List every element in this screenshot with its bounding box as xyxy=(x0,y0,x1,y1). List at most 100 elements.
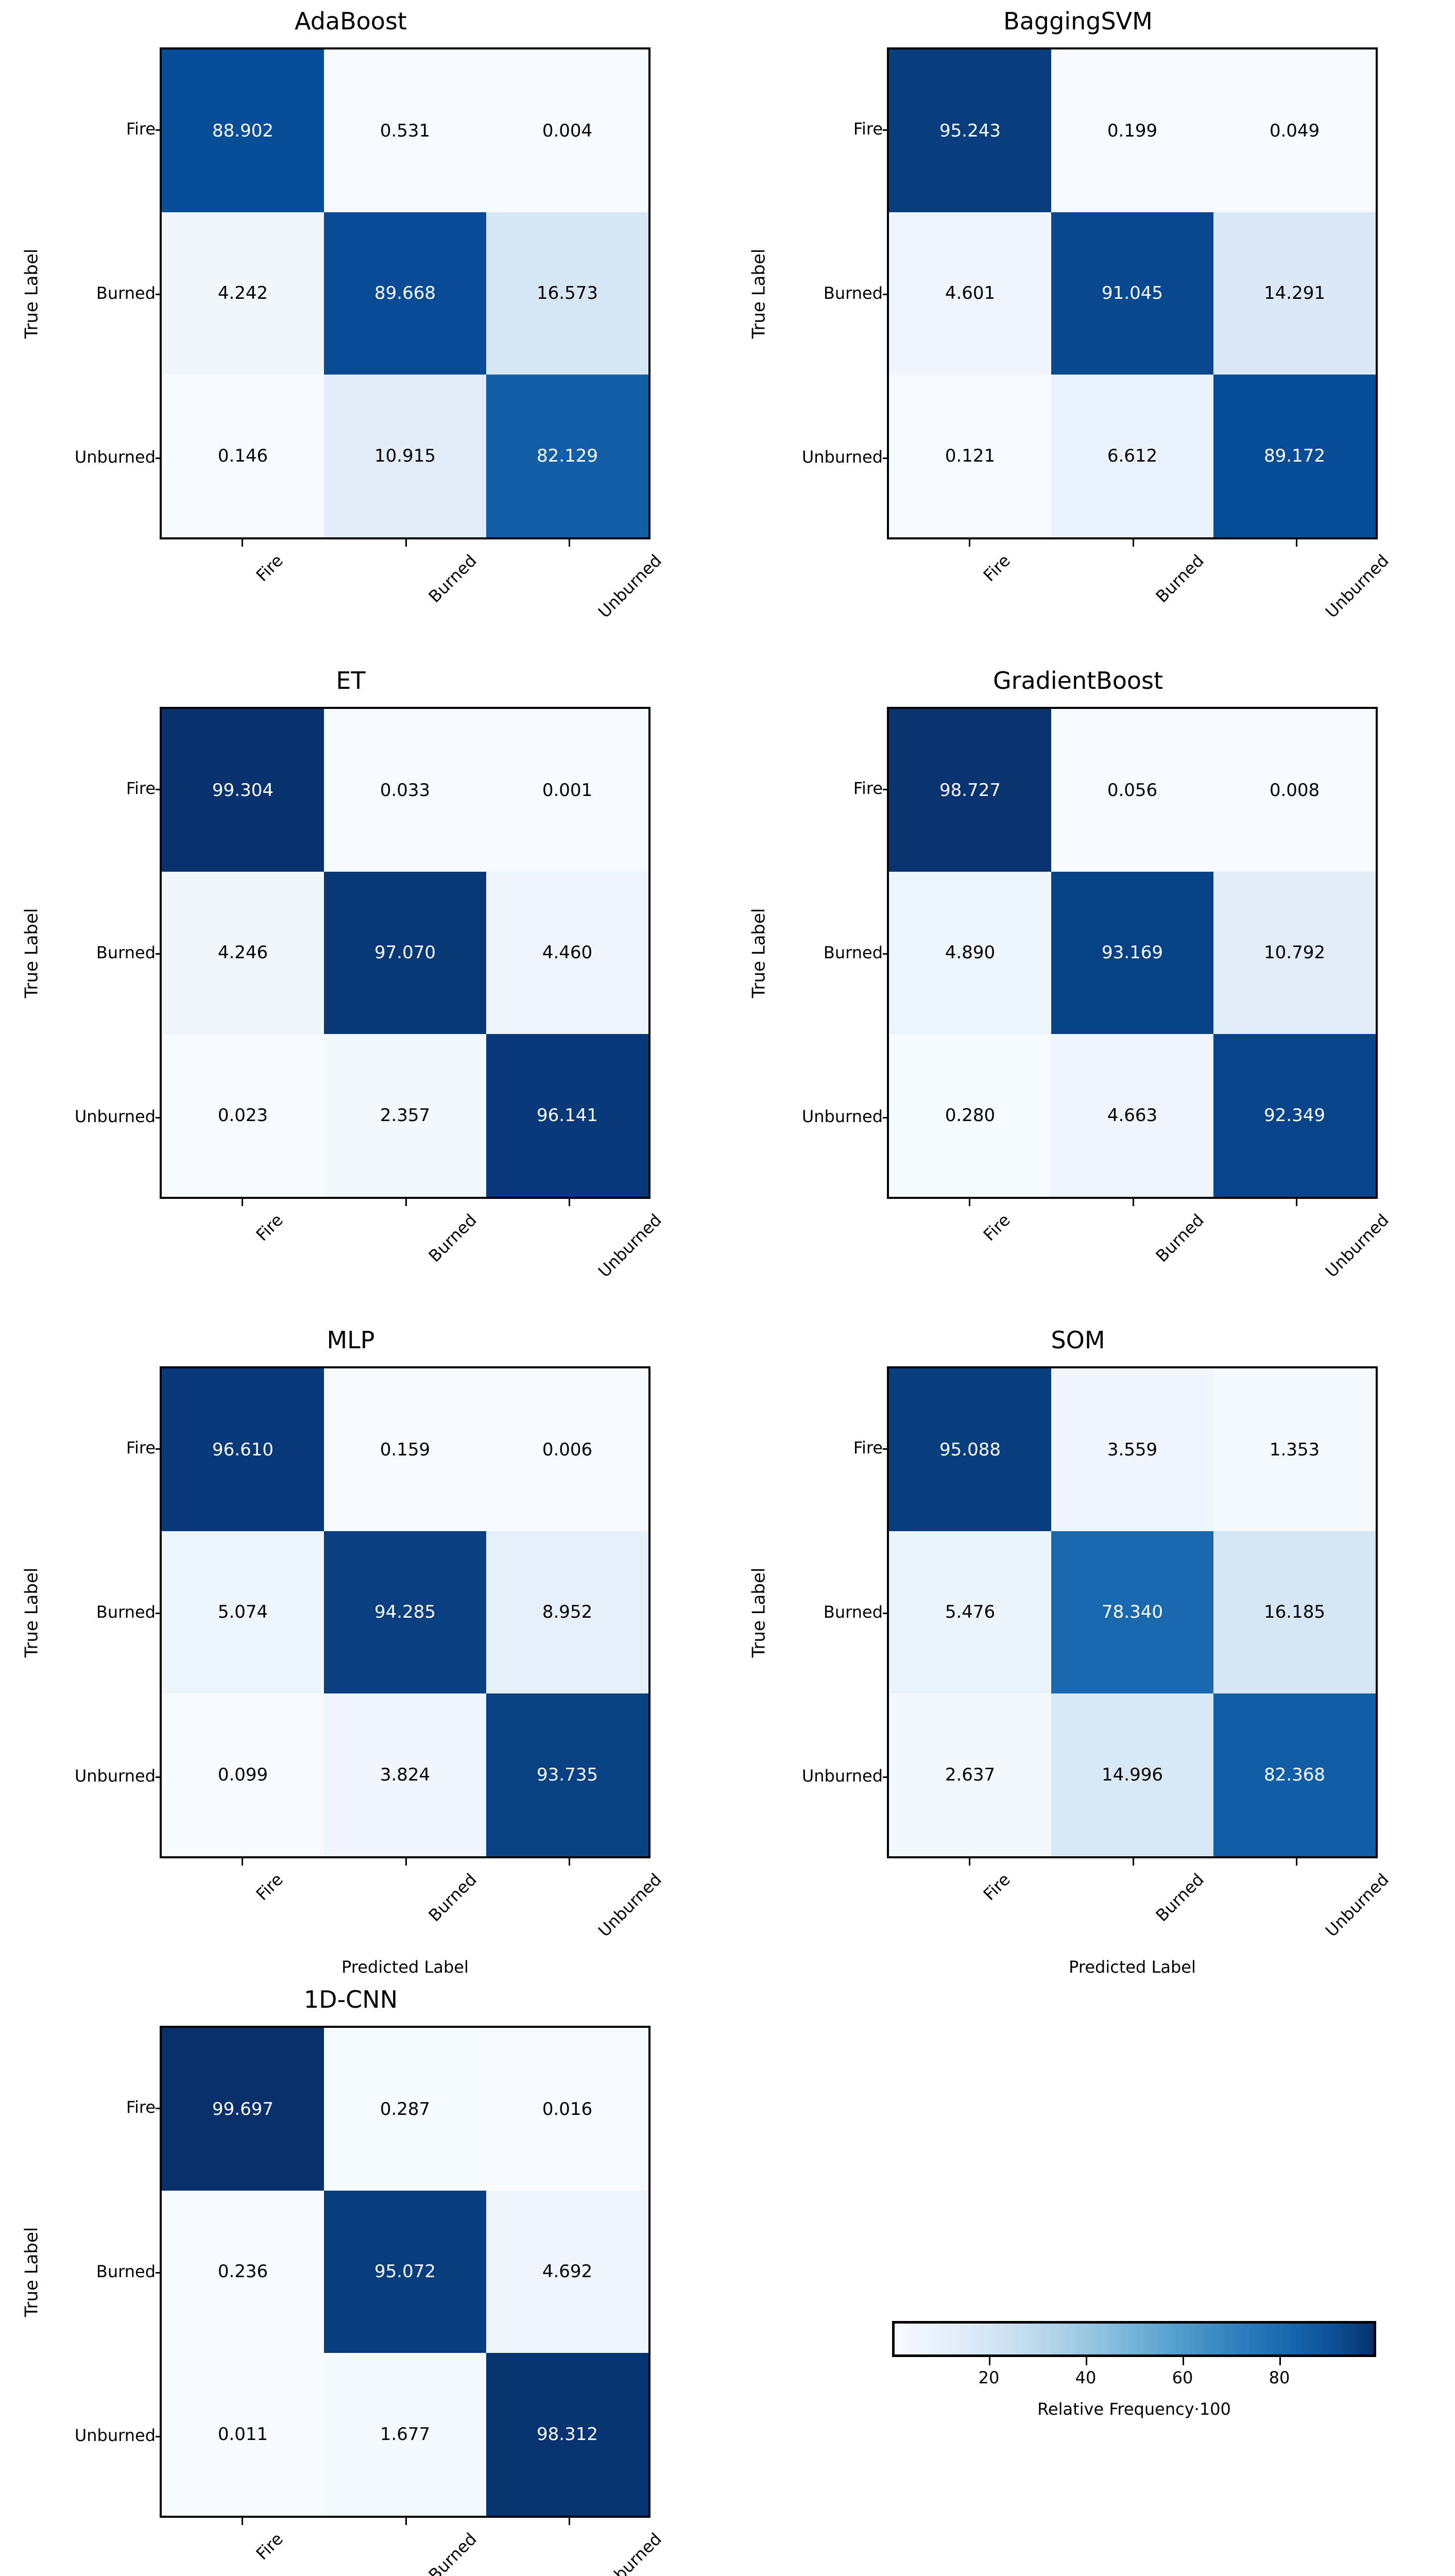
y-tick-label: Unburned xyxy=(801,447,883,467)
matrix-cell: 93.169 xyxy=(1051,871,1213,1035)
x-tick-mark xyxy=(405,2518,407,2525)
colorbar-tick-mark xyxy=(1183,2357,1184,2365)
matrix-cell: 3.824 xyxy=(324,1693,486,1856)
x-tick-mark xyxy=(1296,539,1298,547)
y-tick-mark xyxy=(883,129,889,131)
matrix-cell: 0.236 xyxy=(162,2190,324,2353)
x-tick-label: Fire xyxy=(252,1869,287,1905)
y-tick-mark xyxy=(156,2272,162,2274)
y-tick-mark xyxy=(883,1776,889,1778)
matrix-cell: 88.902 xyxy=(162,49,324,212)
y-tick-label: Fire xyxy=(853,1438,883,1458)
panel-title: 1D-CNN xyxy=(303,1986,398,2013)
matrix-cell: 99.697 xyxy=(162,2028,324,2191)
x-tick-label: Burned xyxy=(424,2529,481,2576)
x-axis-title: Predicted Label xyxy=(341,1957,469,1977)
y-tick-mark xyxy=(883,953,889,955)
panel-title: AdaBoost xyxy=(295,7,407,35)
x-tick-mark xyxy=(1132,539,1134,547)
matrix-cell: 0.049 xyxy=(1213,49,1376,212)
matrix-cell: 96.610 xyxy=(162,1368,324,1531)
matrix-cell: 96.141 xyxy=(486,1034,648,1197)
matrix-cell: 3.559 xyxy=(1051,1368,1213,1531)
matrix-cell: 82.368 xyxy=(1213,1693,1376,1856)
y-tick-label: Unburned xyxy=(801,1766,883,1786)
y-tick-label: Burned xyxy=(96,2261,156,2281)
colorbar-tick-mark xyxy=(1279,2357,1281,2365)
y-tick-mark xyxy=(883,1448,889,1450)
matrix-cell: 2.637 xyxy=(889,1693,1051,1856)
matrix-cell: 14.291 xyxy=(1213,212,1376,375)
x-tick-mark xyxy=(968,1858,970,1866)
colorbar-gradient xyxy=(892,2321,1376,2357)
colorbar-tick-mark xyxy=(1086,2357,1087,2365)
colorbar-tick-label: 80 xyxy=(1269,2368,1290,2387)
y-tick-label: Fire xyxy=(853,119,883,139)
y-tick-mark xyxy=(883,293,889,295)
matrix-cell: 95.243 xyxy=(889,49,1051,212)
colorbar-tick-mark xyxy=(989,2357,990,2365)
y-tick-mark xyxy=(883,457,889,459)
y-tick-label: Burned xyxy=(96,942,156,962)
matrix-cell: 94.285 xyxy=(324,1531,486,1694)
matrix-cell: 1.677 xyxy=(324,2353,486,2516)
x-tick-label: Burned xyxy=(424,550,481,607)
x-tick-label: Burned xyxy=(1152,550,1208,607)
matrix-cell: 93.735 xyxy=(486,1693,648,1856)
matrix-cell: 0.199 xyxy=(1051,49,1213,212)
matrix-cell: 4.890 xyxy=(889,871,1051,1035)
y-tick-mark xyxy=(156,293,162,295)
matrix-cell: 0.146 xyxy=(162,375,324,537)
matrix-cell: 95.072 xyxy=(324,2190,486,2353)
x-tick-label: Unburned xyxy=(594,2529,666,2576)
x-tick-label: Unburned xyxy=(1322,1210,1393,1281)
colorbar-title: Relative Frequency·100 xyxy=(1037,2399,1231,2419)
matrix-cell: 98.727 xyxy=(889,709,1051,872)
matrix-cell: 0.023 xyxy=(162,1034,324,1197)
y-tick-mark xyxy=(883,1116,889,1118)
matrix-cell: 0.099 xyxy=(162,1693,324,1856)
matrix-cell: 0.011 xyxy=(162,2353,324,2516)
x-tick-label: Fire xyxy=(252,2529,287,2564)
x-axis-title: Predicted Label xyxy=(1069,1957,1196,1977)
x-tick-mark xyxy=(241,2518,243,2525)
matrix-cell: 16.573 xyxy=(486,212,648,375)
x-tick-mark xyxy=(241,1858,243,1866)
matrix-cell: 10.915 xyxy=(324,375,486,537)
x-tick-mark xyxy=(1296,1858,1298,1866)
y-tick-mark xyxy=(156,2108,162,2110)
x-tick-mark xyxy=(405,1858,407,1866)
y-tick-label: Burned xyxy=(823,942,883,962)
y-tick-label: Unburned xyxy=(74,1106,156,1126)
matrix-cell: 0.008 xyxy=(1213,709,1376,872)
y-tick-mark xyxy=(156,789,162,791)
matrix-cell: 1.353 xyxy=(1213,1368,1376,1531)
y-tick-label: Unburned xyxy=(74,1766,156,1786)
x-tick-label: Unburned xyxy=(594,1210,666,1281)
y-tick-mark xyxy=(156,457,162,459)
y-tick-mark xyxy=(156,1776,162,1778)
x-tick-mark xyxy=(569,1858,571,1866)
panel-title: GradientBoost xyxy=(992,667,1163,694)
x-tick-label: Fire xyxy=(252,1210,287,1245)
panel-title: ET xyxy=(336,667,366,694)
matrix-cell: 97.070 xyxy=(324,871,486,1035)
x-tick-label: Fire xyxy=(979,1869,1014,1905)
x-tick-mark xyxy=(241,539,243,547)
